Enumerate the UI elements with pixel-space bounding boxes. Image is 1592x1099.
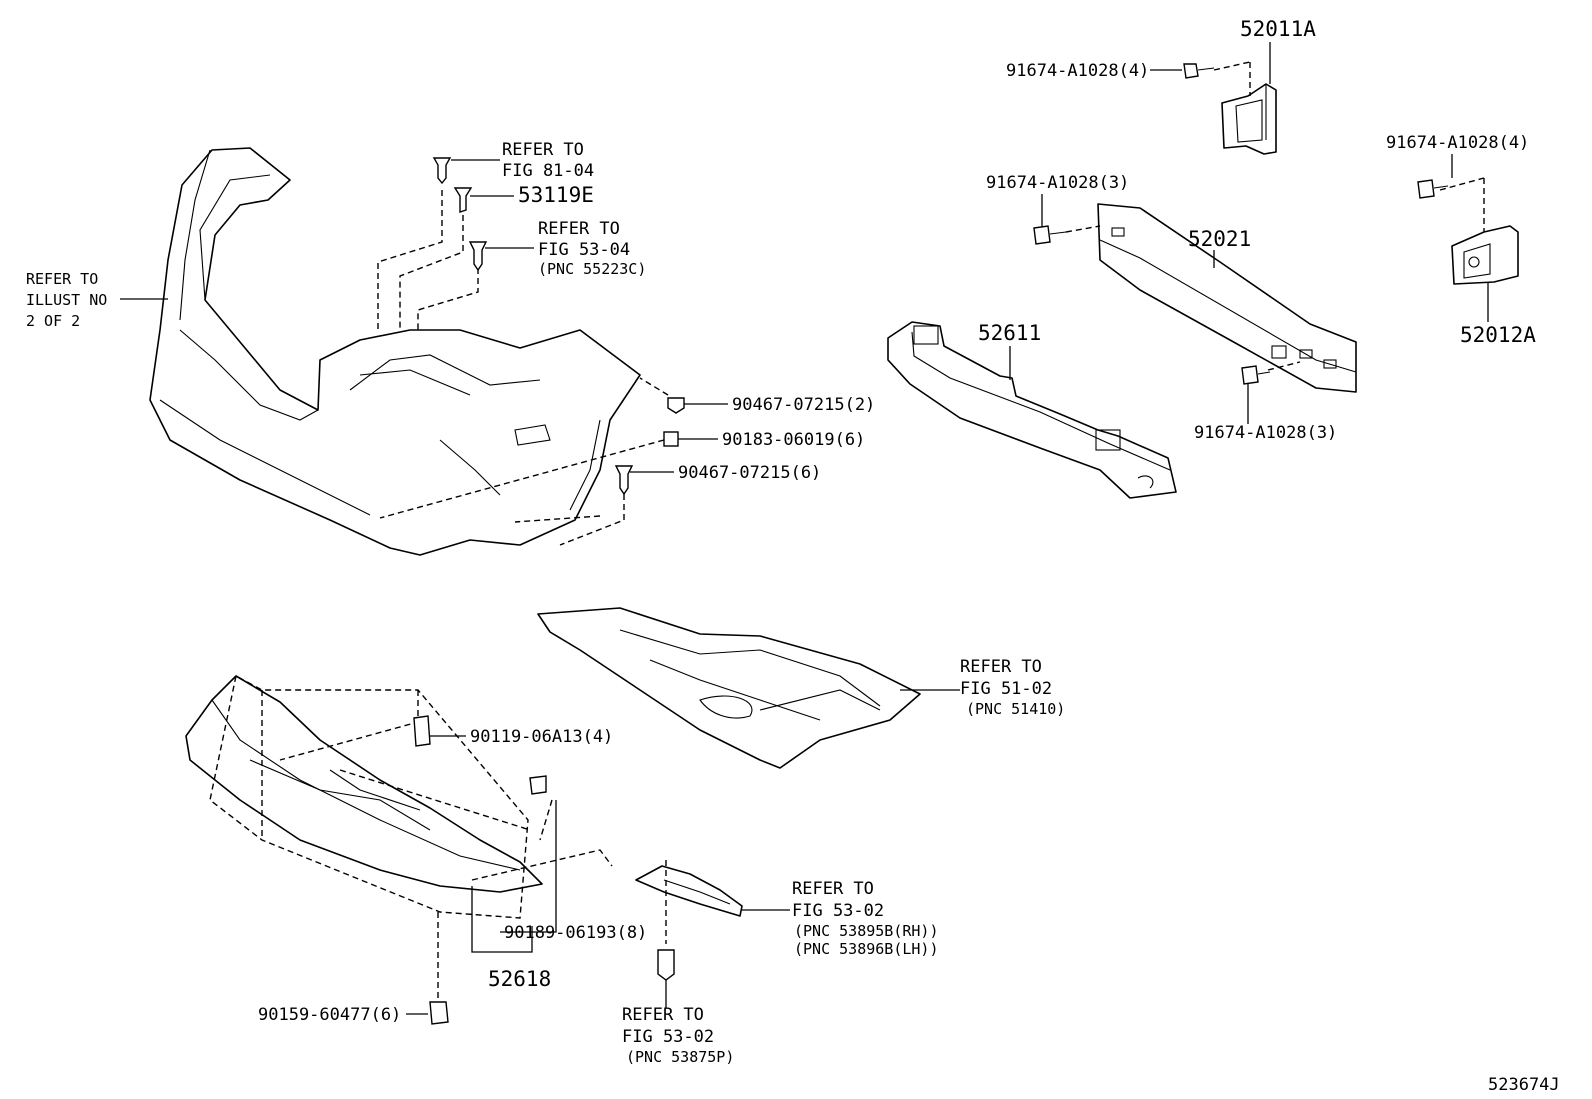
label-refer-53-02-side: REFER TO FIG 53-02 (PNC 53895B(RH)) (PNC…: [792, 879, 939, 958]
label-line: 2 OF 2: [26, 312, 80, 330]
label-refer-illust: REFER TO ILLUST NO 2 OF 2: [26, 270, 107, 330]
label-line: (PNC 55223C): [538, 260, 646, 278]
part-number-90159-60477: 90159-60477(6): [258, 1005, 401, 1025]
label-line: (PNC 53875P): [626, 1048, 734, 1066]
part-number-90183-06019: 90183-06019(6): [722, 430, 865, 450]
label-line: (PNC 53895B(RH)): [794, 922, 939, 940]
engine-under-cover: [537, 607, 960, 769]
label-refer-53-04: REFER TO FIG 53-04 (PNC 55223C): [538, 219, 646, 278]
side-under-cover: [635, 860, 790, 1008]
absorber-52611: [887, 321, 1177, 499]
label-refer-53-02-bottom: REFER TO FIG 53-02 (PNC 53875P): [622, 1005, 734, 1066]
label-line: (PNC 53896B(LH)): [794, 940, 939, 958]
part-number-91674-mid: 91674-A1028(3): [986, 173, 1129, 193]
label-line: REFER TO: [538, 219, 620, 239]
part-number-52618: 52618: [488, 967, 551, 991]
label-line: FIG 81-04: [502, 161, 594, 181]
label-line: ILLUST NO: [26, 291, 107, 309]
bumper-cover: [149, 147, 641, 556]
label-line: REFER TO: [960, 657, 1042, 677]
part-number-90467-07215-2: 90467-07215(2): [732, 395, 875, 415]
part-number-91674-top: 91674-A1028(4): [1006, 61, 1149, 81]
bracket-52011A: [1150, 42, 1277, 155]
part-number-52611: 52611: [978, 321, 1041, 345]
part-number-52012A: 52012A: [1460, 323, 1536, 347]
bracket-52012A: [1417, 154, 1519, 322]
label-line: (PNC 51410): [966, 700, 1065, 718]
clip-icon: [432, 157, 685, 496]
drawing-number: 523674J: [1488, 1075, 1560, 1095]
part-number-52011A: 52011A: [1240, 17, 1316, 41]
front-under-cover-52618: [185, 674, 613, 1025]
label-line: REFER TO: [622, 1005, 704, 1025]
label-refer-51-02: REFER TO FIG 51-02 (PNC 51410): [960, 657, 1065, 718]
label-line: FIG 53-04: [538, 240, 630, 260]
label-line: FIG 53-02: [792, 901, 884, 921]
part-number-90467-07215-6: 90467-07215(6): [678, 463, 821, 483]
label-line: REFER TO: [26, 270, 98, 288]
part-number-52021: 52021: [1188, 227, 1251, 251]
part-number-90189-06193: 90189-06193(8): [504, 923, 647, 943]
label-refer-81-04: REFER TO FIG 81-04: [502, 140, 594, 181]
label-line: FIG 51-02: [960, 679, 1052, 699]
part-number-90119-06A13: 90119-06A13(4): [470, 727, 613, 747]
part-number-91674-right: 91674-A1028(4): [1386, 133, 1529, 153]
label-line: FIG 53-02: [622, 1027, 714, 1047]
part-number-53119E: 53119E: [518, 183, 594, 207]
part-number-91674-low: 91674-A1028(3): [1194, 423, 1337, 443]
bumper-guides: [120, 159, 728, 546]
label-line: REFER TO: [792, 879, 874, 899]
label-line: REFER TO: [502, 140, 584, 160]
reinforcement-52021: [1033, 194, 1357, 424]
